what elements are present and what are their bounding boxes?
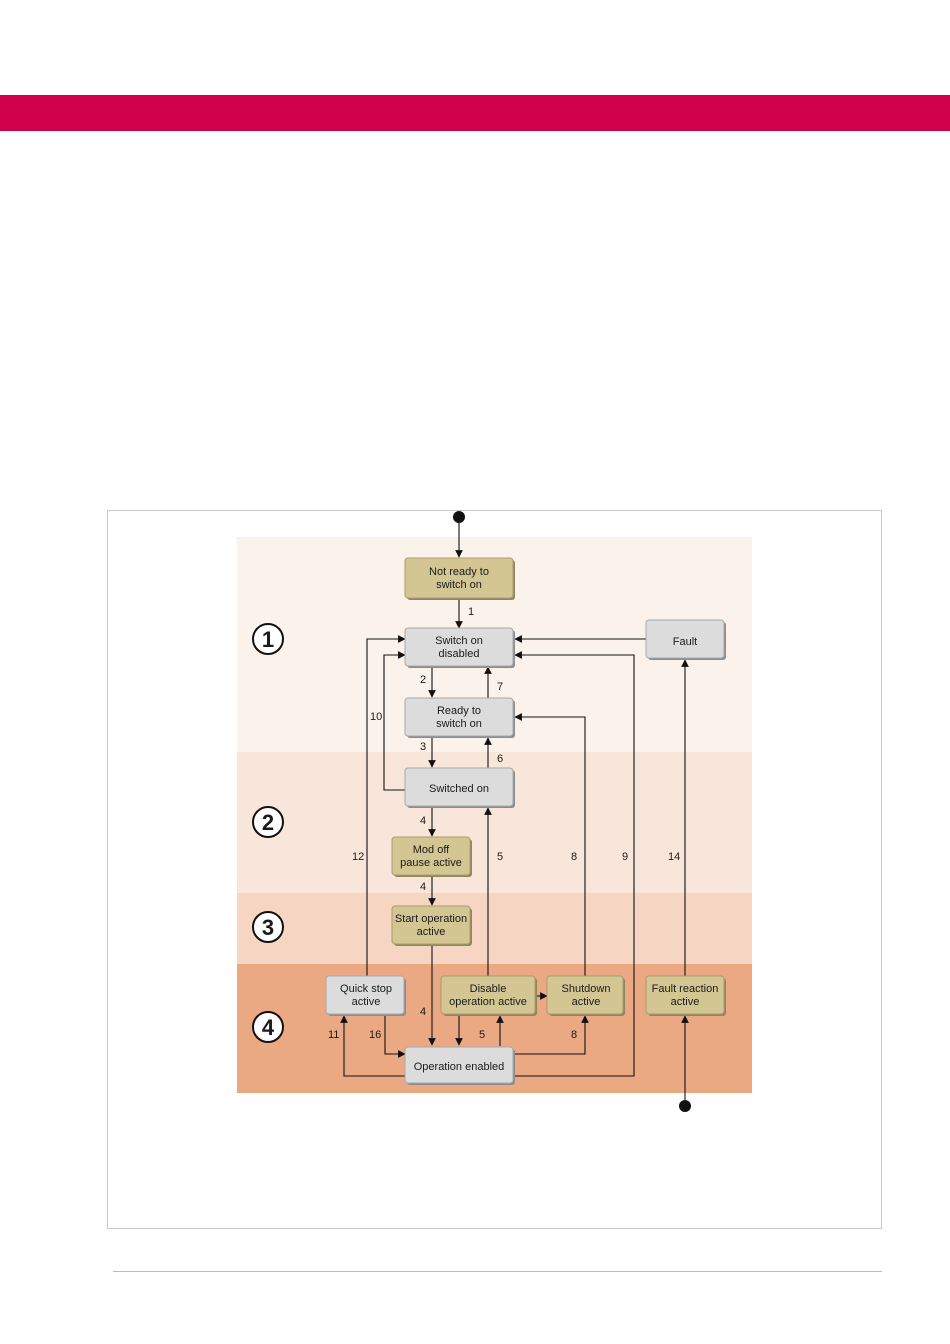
transition-label-16: 16 — [369, 1029, 381, 1041]
transition-label-8b: 8 — [571, 1029, 577, 1041]
transition-label-3: 3 — [420, 741, 426, 753]
svg-text:pause active: pause active — [400, 857, 462, 869]
svg-text:Fault: Fault — [673, 636, 697, 648]
svg-text:2: 2 — [262, 810, 274, 835]
svg-text:Switched on: Switched on — [429, 783, 489, 795]
svg-text:operation active: operation active — [449, 996, 527, 1008]
transition-label-6: 6 — [497, 753, 503, 765]
svg-text:active: active — [417, 926, 446, 938]
state-switch-on-disabled[interactable]: Switch on disabled — [405, 628, 515, 668]
zone-4-marker: 4 — [253, 1012, 283, 1042]
state-fault-reaction-active[interactable]: Fault reaction active — [646, 976, 726, 1016]
transition-label-9: 9 — [622, 851, 628, 863]
transition-label-4b: 4 — [420, 881, 426, 893]
svg-text:switch on: switch on — [436, 718, 482, 730]
state-disable-operation-active[interactable]: Disable operation active — [441, 976, 537, 1016]
transition-label-4a: 4 — [420, 815, 426, 827]
initial-node-top — [453, 511, 465, 523]
svg-text:active: active — [572, 996, 601, 1008]
zone-1-marker: 1 — [253, 624, 283, 654]
transition-label-5a: 5 — [497, 851, 503, 863]
transition-label-5b: 5 — [479, 1029, 485, 1041]
transition-label-4c: 4 — [420, 1006, 426, 1018]
svg-text:switch on: switch on — [436, 579, 482, 591]
svg-text:active: active — [352, 996, 381, 1008]
state-shutdown-active[interactable]: Shutdown active — [547, 976, 625, 1016]
state-start-operation-active[interactable]: Start operation active — [392, 906, 472, 946]
svg-text:disabled: disabled — [439, 648, 480, 660]
svg-text:4: 4 — [262, 1015, 275, 1040]
state-switched-on[interactable]: Switched on — [405, 768, 515, 808]
zone-3-band — [237, 893, 752, 964]
transition-label-1: 1 — [468, 606, 474, 618]
svg-text:Disable: Disable — [470, 983, 507, 995]
zone-2-marker: 2 — [253, 807, 283, 837]
svg-text:active: active — [671, 996, 700, 1008]
svg-text:1: 1 — [262, 627, 274, 652]
state-mod-off-pause-active[interactable]: Mod off pause active — [392, 837, 472, 877]
state-ready-to-switch-on[interactable]: Ready to switch on — [405, 698, 515, 738]
svg-text:Operation enabled: Operation enabled — [414, 1061, 505, 1073]
transition-label-14: 14 — [668, 851, 680, 863]
svg-text:3: 3 — [262, 915, 274, 940]
transition-label-10: 10 — [370, 711, 382, 723]
state-fault[interactable]: Fault — [646, 620, 726, 660]
initial-node-bottom — [679, 1100, 691, 1112]
transition-label-2: 2 — [420, 674, 426, 686]
state-not-ready-to-switch-on[interactable]: Not ready to switch on — [405, 558, 515, 600]
state-operation-enabled[interactable]: Operation enabled — [405, 1047, 515, 1085]
transition-label-8a: 8 — [571, 851, 577, 863]
svg-text:Mod off: Mod off — [413, 844, 450, 856]
zone-3-marker: 3 — [253, 912, 283, 942]
transition-label-11: 11 — [328, 1029, 339, 1041]
transition-label-12: 12 — [352, 851, 364, 863]
svg-text:Quick stop: Quick stop — [340, 983, 392, 995]
svg-text:Fault reaction: Fault reaction — [652, 983, 719, 995]
state-quick-stop-active[interactable]: Quick stop active — [326, 976, 406, 1016]
svg-text:Switch on: Switch on — [435, 635, 483, 647]
svg-text:Shutdown: Shutdown — [562, 983, 611, 995]
svg-text:Ready to: Ready to — [437, 705, 481, 717]
transition-label-7: 7 — [497, 681, 503, 693]
svg-text:Start operation: Start operation — [395, 913, 467, 925]
svg-text:Not ready to: Not ready to — [429, 566, 489, 578]
